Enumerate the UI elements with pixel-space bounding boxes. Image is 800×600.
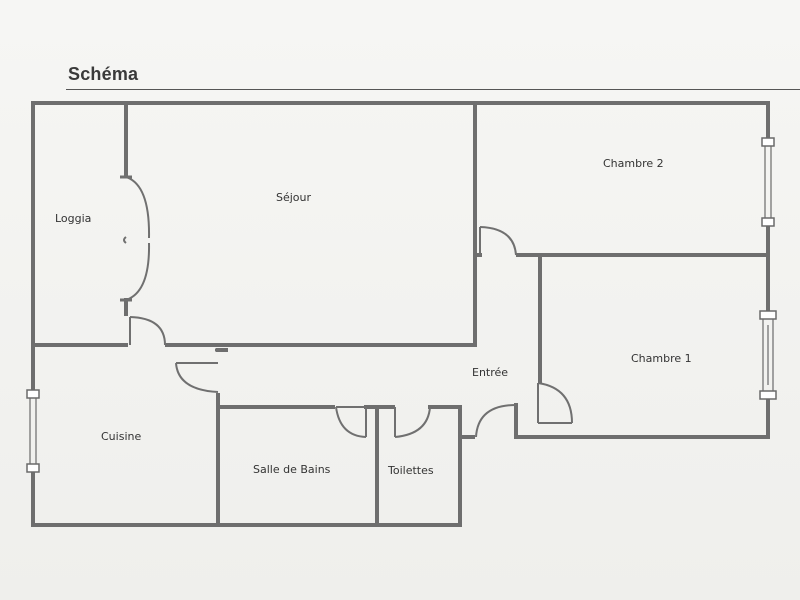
- room-label-cuisine: Cuisine: [101, 430, 141, 443]
- room-label-loggia: Loggia: [55, 212, 91, 225]
- room-label-salle-de-bains: Salle de Bains: [253, 463, 331, 476]
- door-toilettes: [394, 406, 431, 438]
- door-chambre1: [537, 382, 573, 424]
- window-chambre2: [761, 137, 775, 227]
- door-entree: [475, 404, 517, 438]
- page-title: Schéma: [68, 64, 139, 84]
- door-cuisine-entree: [175, 348, 221, 393]
- door-cuisine-loggia: [129, 316, 166, 346]
- room-labels: Loggia Séjour Chambre 2 Chambre 1 Entrée…: [55, 157, 692, 477]
- door-loggia-sejour: [120, 175, 151, 302]
- window-cuisine: [26, 389, 40, 473]
- door-chambre2: [479, 226, 517, 256]
- doors: [120, 175, 573, 438]
- windows: [26, 137, 777, 473]
- walls: [31, 101, 770, 527]
- room-label-sejour: Séjour: [276, 191, 312, 204]
- window-chambre1: [759, 310, 777, 400]
- door-salle-de-bains: [335, 406, 367, 438]
- room-label-chambre2: Chambre 2: [603, 157, 664, 170]
- room-label-entree: Entrée: [472, 366, 508, 379]
- title-underline: [66, 89, 800, 90]
- room-label-chambre1: Chambre 1: [631, 352, 692, 365]
- room-label-toilettes: Toilettes: [387, 464, 434, 477]
